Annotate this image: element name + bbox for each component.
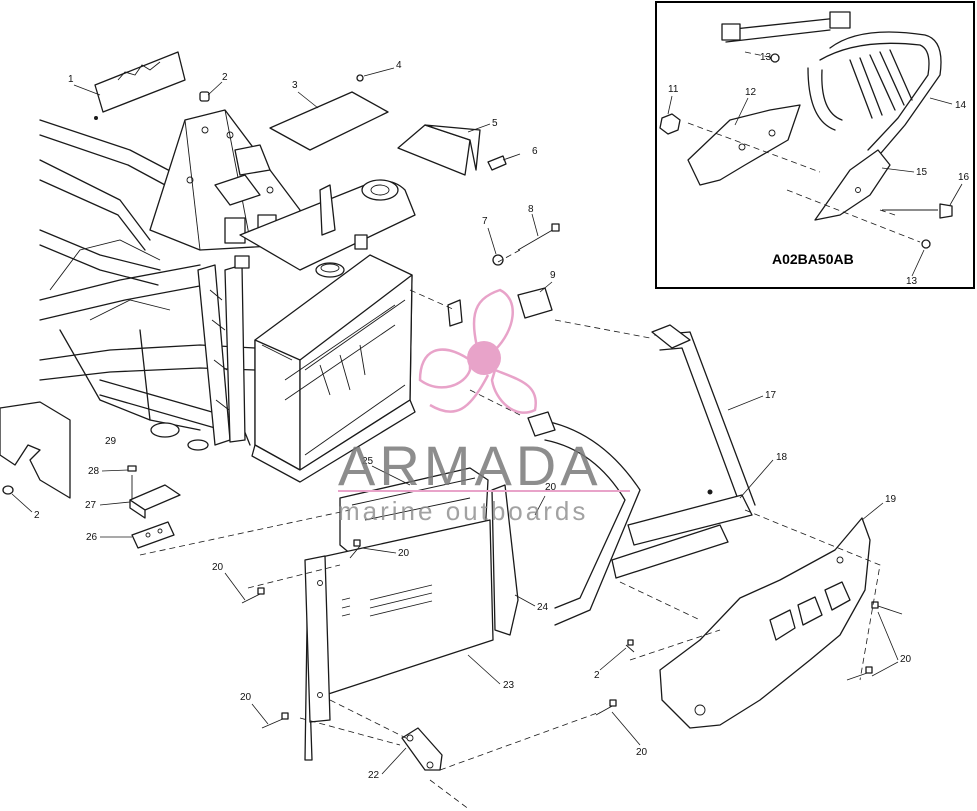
- callout-5: 5: [492, 118, 498, 129]
- callout-22: 22: [368, 770, 380, 781]
- callout-29: 29: [105, 436, 117, 447]
- part-9-clip: [447, 287, 553, 327]
- inset-callout-14: 14: [955, 100, 967, 111]
- inset-callout-13-bottom: 13: [906, 276, 918, 287]
- callout-23: 23: [503, 680, 515, 691]
- callout-28: 28: [88, 466, 100, 477]
- inset-callout-12: 12: [745, 87, 757, 98]
- callout-20-a: 20: [545, 482, 557, 493]
- fastener-set: [241, 539, 903, 729]
- front-vertical-posts: [197, 255, 250, 446]
- part-2-fastener: [199, 91, 210, 102]
- callout-19: 19: [885, 494, 897, 505]
- upper-cross-tube: [239, 179, 416, 271]
- part-24-side-panel: [491, 484, 519, 636]
- inset-callout-11: 11: [668, 84, 679, 95]
- inset-code: A02BA50AB: [772, 251, 854, 267]
- part-22-bracket: [401, 727, 443, 771]
- callout-20-d: 20: [240, 692, 252, 703]
- callout-25: 25: [362, 456, 374, 467]
- callout-24: 24: [537, 602, 549, 613]
- inset-callout-15: 15: [916, 167, 928, 178]
- part-29-panel: [0, 401, 71, 499]
- callout-7: 7: [482, 216, 488, 227]
- callout-26: 26: [86, 532, 98, 543]
- part-17-bumper-tube: [527, 324, 756, 626]
- callout-27: 27: [85, 500, 97, 511]
- battery-box: [251, 254, 416, 483]
- callout-20-f: 20: [900, 654, 912, 665]
- callout-1: 1: [68, 74, 74, 85]
- part-8-bolt: [517, 223, 560, 251]
- inset-callout-16: 16: [958, 172, 970, 183]
- part-4-screw: [356, 74, 364, 82]
- inset-callout-13-top: 13: [760, 52, 772, 63]
- propeller-logo-icon: [418, 288, 538, 414]
- callout-20-c: 20: [212, 562, 224, 573]
- steering-post-bracket: [149, 109, 301, 251]
- callout-9: 9: [550, 270, 556, 281]
- callout-17: 17: [765, 390, 777, 401]
- callout-20-b: 20: [398, 548, 410, 559]
- part-7-nut: [492, 254, 504, 266]
- callout-8: 8: [528, 204, 534, 215]
- part-26-bracket: [131, 521, 175, 549]
- callout-4: 4: [396, 60, 402, 71]
- part-28-screw: [127, 465, 137, 500]
- callout-2-top: 2: [222, 72, 228, 83]
- part-23-panel: [304, 519, 494, 761]
- callout-6: 6: [532, 146, 538, 157]
- part-3-panel: [269, 91, 389, 151]
- part-19-skid-plate: [659, 517, 871, 729]
- callout-18: 18: [776, 452, 788, 463]
- watermark: ARMADA marine outboards: [338, 288, 630, 526]
- watermark-subtitle: marine outboards: [338, 496, 588, 526]
- chassis-frame: [39, 119, 301, 451]
- inset-box: A02BA50AB 13 11 12 14 15 16 13: [655, 1, 975, 289]
- callout-3: 3: [292, 80, 298, 91]
- part-18-crossbar: [611, 489, 753, 579]
- callout-2-left: 2: [34, 510, 40, 521]
- callout-20-e: 20: [636, 747, 648, 758]
- part-1-shield: [94, 51, 186, 120]
- part-27-block: [129, 484, 181, 519]
- assembly-lines: [139, 249, 881, 811]
- callouts: 1 2 3 4 5 6 7 8 9 29 28 27 26 2 25 20 20…: [11, 60, 912, 781]
- part-6-bolt: [487, 153, 521, 171]
- part-5-bracket: [397, 124, 481, 176]
- callout-2-bottom: 2: [594, 670, 600, 681]
- watermark-title: ARMADA: [338, 434, 602, 497]
